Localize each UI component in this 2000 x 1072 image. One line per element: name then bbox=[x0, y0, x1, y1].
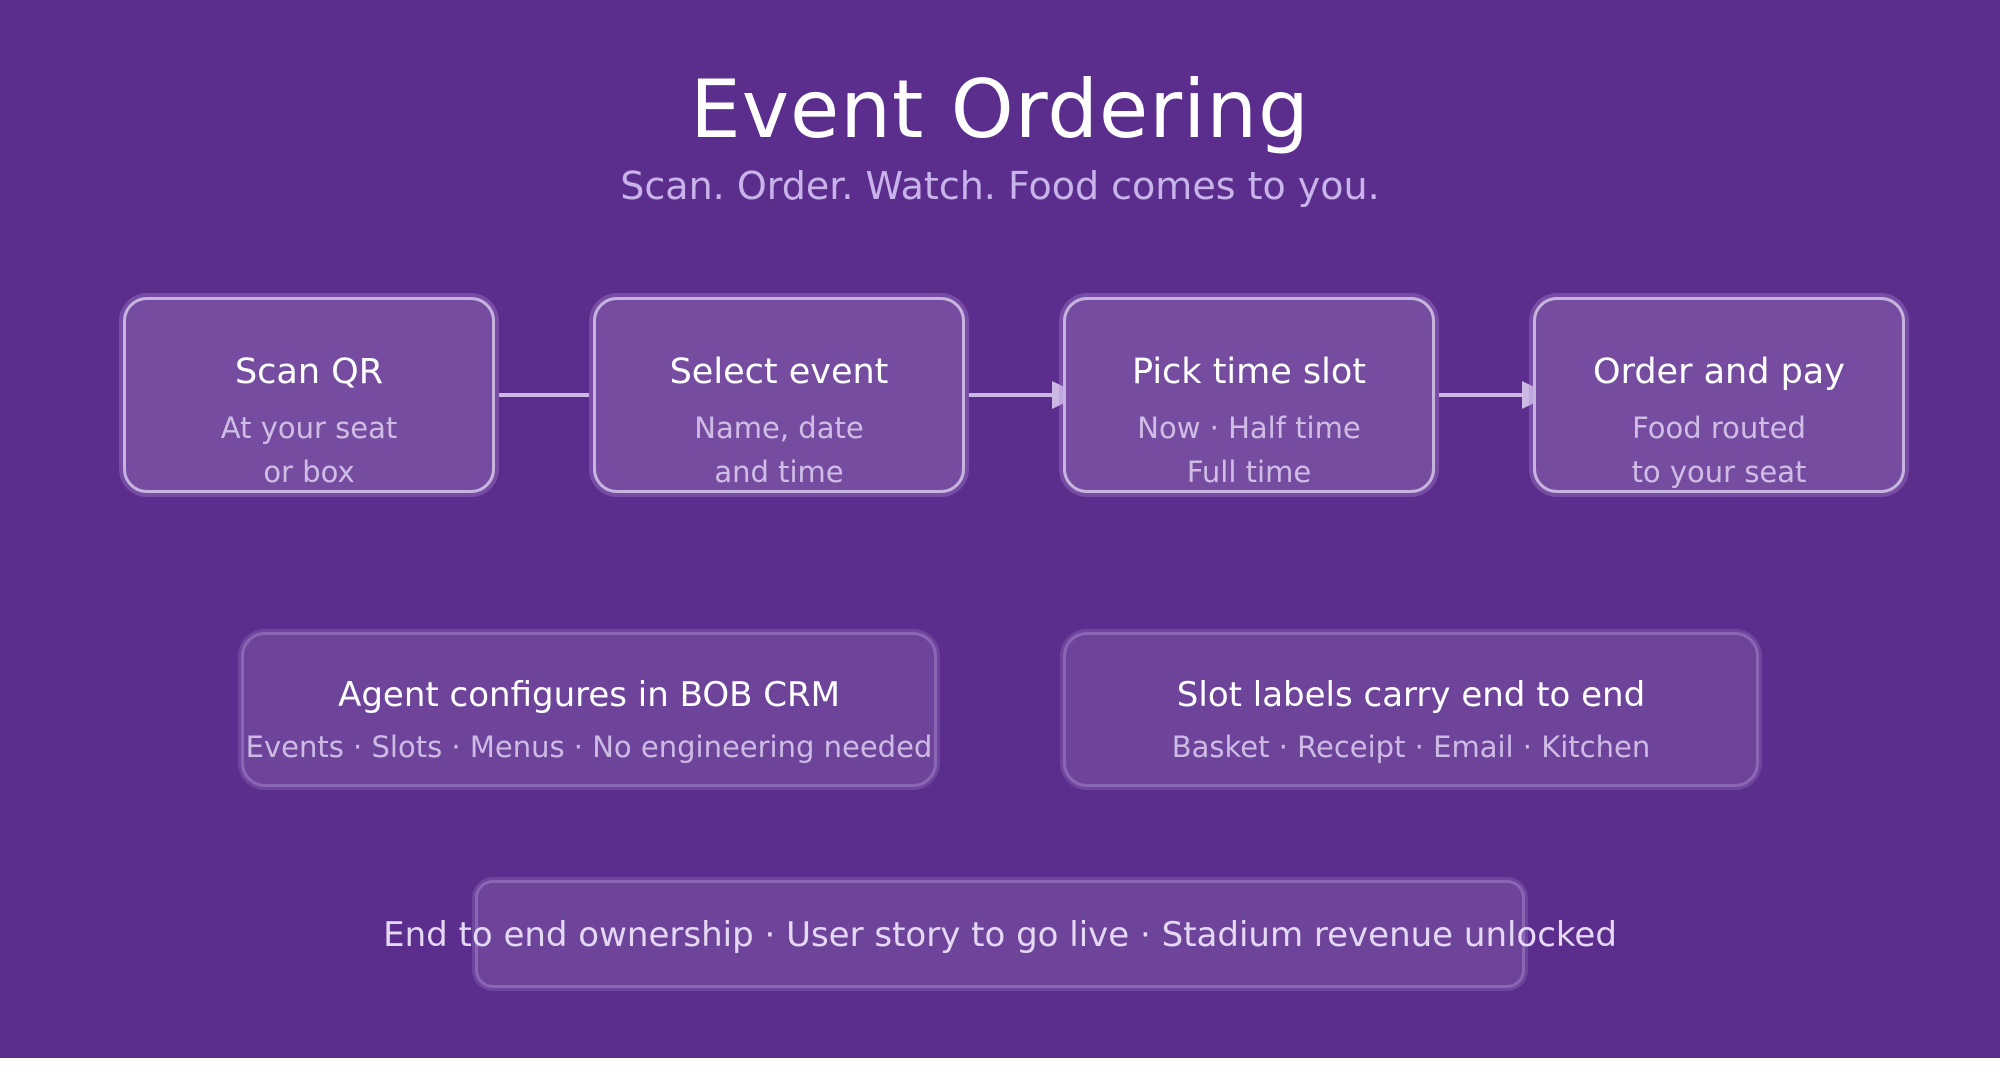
step-pick-time-slot: Pick time slot Now · Half time Full time bbox=[1063, 297, 1435, 493]
step-description: Now · Half time Full time bbox=[1066, 406, 1432, 494]
step-scan-qr: Scan QR At your seat or box bbox=[123, 297, 495, 493]
step-select-event: Select event Name, date and time bbox=[593, 297, 965, 493]
step-description-line: or box bbox=[263, 455, 355, 489]
step-order-and-pay: Order and pay Food routed to your seat bbox=[1533, 297, 1905, 493]
info-subtitle: Events · Slots · Menus · No engineering … bbox=[245, 730, 933, 764]
step-description-line: Name, date bbox=[694, 411, 864, 445]
step-description-line: At your seat bbox=[220, 411, 398, 445]
info-title: Slot labels carry end to end bbox=[1176, 675, 1646, 715]
footer-banner bbox=[475, 880, 1525, 988]
step-description: At your seat or box bbox=[126, 406, 492, 494]
page-subtitle: Scan. Order. Watch. Food comes to you. bbox=[620, 164, 1380, 208]
step-description: Food routed to your seat bbox=[1536, 406, 1902, 494]
step-description-line: and time bbox=[714, 455, 844, 489]
footer-text: End to end ownership · User story to go … bbox=[383, 915, 1617, 955]
step-description: Name, date and time bbox=[596, 406, 962, 494]
info-subtitle: Basket · Receipt · Email · Kitchen bbox=[1171, 730, 1651, 764]
step-description-line: Food routed bbox=[1632, 411, 1806, 445]
info-box-slot-labels: Slot labels carry end to end Basket · Re… bbox=[1063, 632, 1759, 787]
step-title: Select event bbox=[669, 352, 889, 392]
step-description-line: Now · Half time bbox=[1137, 411, 1361, 445]
info-box-bob-crm: Agent configures in BOB CRM Events · Slo… bbox=[241, 632, 937, 787]
page-title: Event Ordering bbox=[690, 63, 1310, 156]
step-description-line: Full time bbox=[1186, 455, 1312, 489]
step-title: Order and pay bbox=[1593, 352, 1845, 392]
step-title: Pick time slot bbox=[1132, 352, 1366, 392]
info-title: Agent configures in BOB CRM bbox=[338, 675, 840, 715]
step-title: Scan QR bbox=[234, 352, 384, 392]
step-description-line: to your seat bbox=[1631, 455, 1807, 489]
